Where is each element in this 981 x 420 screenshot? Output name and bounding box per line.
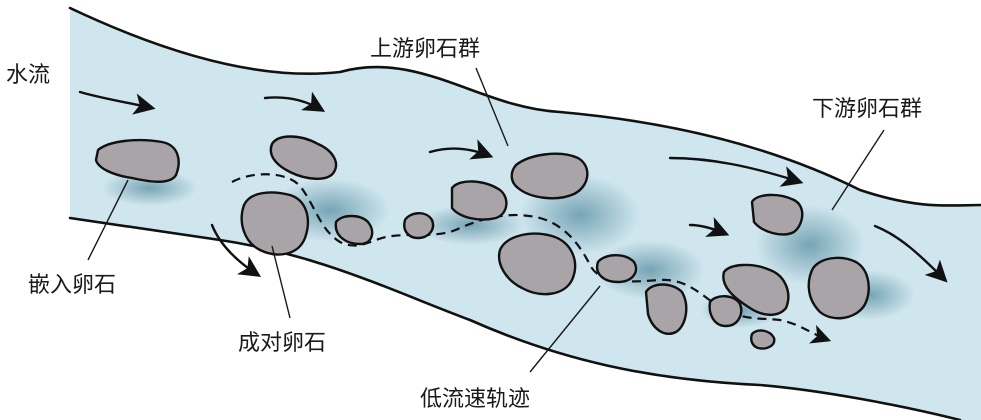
low-velocity-track-label: 低流速轨迹 bbox=[420, 387, 530, 412]
paired-stone bbox=[242, 192, 308, 254]
stone bbox=[512, 154, 588, 198]
stone bbox=[751, 331, 774, 349]
downstream-cluster-label: 下游卵石群 bbox=[812, 97, 922, 122]
stone bbox=[752, 195, 802, 234]
water-flow-label: 水流 bbox=[6, 63, 50, 88]
stone bbox=[404, 213, 433, 238]
upstream-cluster-label: 上游卵石群 bbox=[370, 37, 480, 62]
stone bbox=[710, 296, 742, 326]
water-inlet bbox=[70, 8, 78, 218]
stone bbox=[597, 255, 636, 282]
stone bbox=[809, 258, 869, 318]
embedded-pebble-label: 嵌入卵石 bbox=[28, 273, 116, 298]
paired-pebbles-label: 成对卵石 bbox=[238, 331, 326, 356]
